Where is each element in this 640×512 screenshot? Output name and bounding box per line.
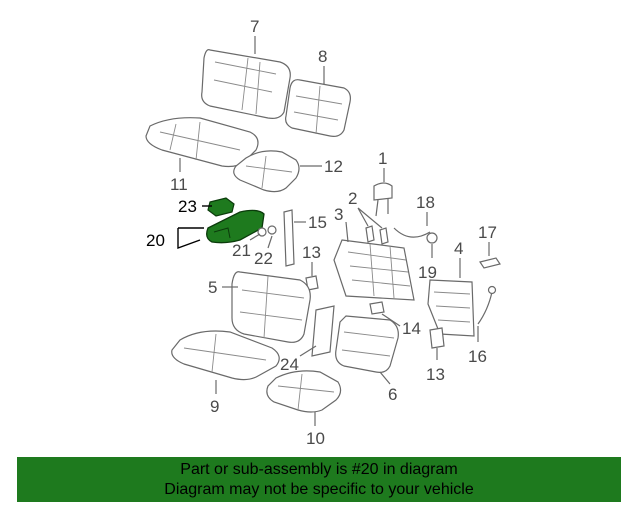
label-18: 18 <box>416 193 435 212</box>
part-11-seat-cushion <box>145 117 259 168</box>
label-22: 22 <box>254 249 273 268</box>
label-19: 19 <box>418 263 437 282</box>
part-1-headrest <box>373 182 393 217</box>
leader-14 <box>381 313 401 327</box>
label-14: 14 <box>402 319 421 338</box>
part-14-latch <box>369 301 385 315</box>
label-6: 6 <box>388 385 397 404</box>
label-2: 2 <box>348 189 357 208</box>
label-8: 8 <box>318 47 327 66</box>
leader-24 <box>299 345 317 357</box>
part-22-bolt <box>267 225 277 235</box>
label-3: 3 <box>334 205 343 224</box>
leader-3 <box>345 221 349 243</box>
part-12-seat-cushion <box>233 150 300 193</box>
part-17-cover <box>479 257 501 269</box>
part-18-release-cable <box>393 227 438 244</box>
part-9-seat-cushion <box>171 330 280 381</box>
part-3-seatback-frame <box>333 239 415 301</box>
part-13-cover-lower <box>429 327 445 349</box>
label-24: 24 <box>280 355 299 374</box>
label-21: 21 <box>232 241 251 260</box>
part-15-bracket <box>283 209 295 267</box>
leader-21 <box>249 233 261 241</box>
label-13-upper: 13 <box>302 243 321 262</box>
label-20: 20 <box>146 231 165 250</box>
part-23-armrest-cupholder <box>207 197 235 217</box>
label-10: 10 <box>306 429 325 448</box>
part-24-back-panel <box>311 305 335 357</box>
banner-line-1: Part or sub-assembly is #20 in diagram <box>180 461 458 478</box>
label-11: 11 <box>170 175 188 194</box>
label-15: 15 <box>308 213 327 232</box>
part-5-seatback-cover <box>231 271 311 343</box>
leader-22 <box>267 235 273 249</box>
label-23: 23 <box>178 197 197 216</box>
banner-line-2: Diagram may not be specific to your vehi… <box>164 481 474 498</box>
part-4-seatback-frame <box>427 279 475 337</box>
label-4: 4 <box>454 239 463 258</box>
part-10-seat-cushion <box>266 370 342 413</box>
part-20-armrest-assembly <box>206 209 265 244</box>
label-5: 5 <box>208 278 217 297</box>
info-banner: Part or sub-assembly is #20 in diagram D… <box>17 457 621 502</box>
label-7: 7 <box>250 17 259 36</box>
part-2-headrest-guide <box>365 225 389 245</box>
leader-20 <box>177 227 204 249</box>
label-17: 17 <box>478 223 497 242</box>
leader-2 <box>357 207 383 229</box>
parts-diagram: 7 8 11 12 15 21 22 13 1 2 3 18 19 4 17 5… <box>145 17 501 448</box>
label-16: 16 <box>468 347 487 366</box>
label-1: 1 <box>378 149 387 168</box>
part-16-cable <box>477 285 497 325</box>
part-6-seatback-cover <box>335 315 399 373</box>
label-12: 12 <box>324 157 343 176</box>
part-8-seatback-cover <box>285 79 351 137</box>
label-13-lower: 13 <box>426 365 445 384</box>
leader-6 <box>379 371 391 385</box>
label-9: 9 <box>210 397 219 416</box>
part-7-seatback-cover <box>201 49 291 119</box>
